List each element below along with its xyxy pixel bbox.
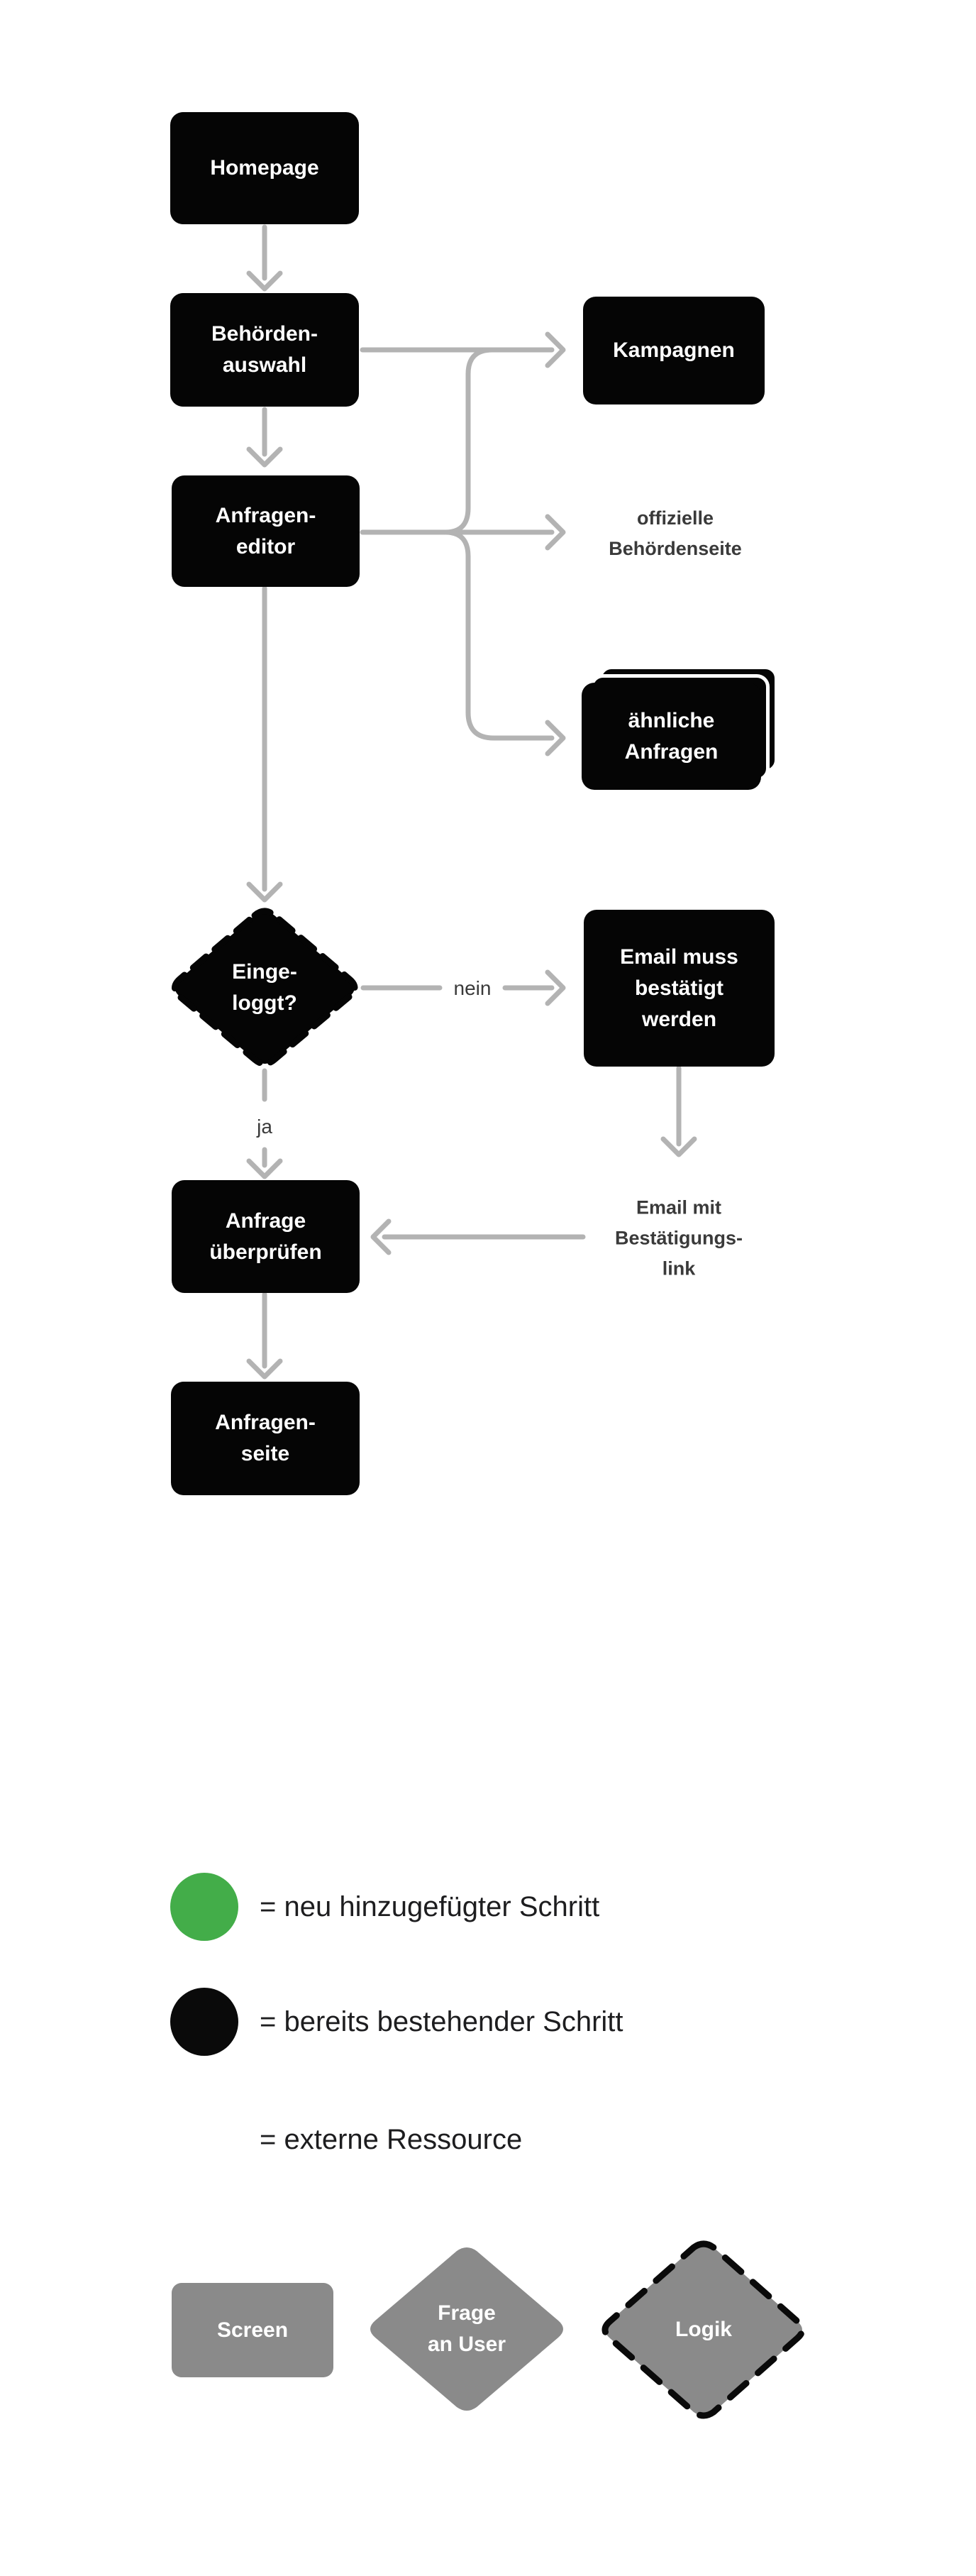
key-label: Screen xyxy=(216,2318,289,2342)
label-email-mit-bestaetigungslink: Email mit Bestätigungs- link xyxy=(614,1196,743,1279)
arrowhead-aehnliche-anfragen xyxy=(545,720,566,756)
arrowhead-eingeloggt xyxy=(246,881,283,903)
key-frage-an-user-label: Frage an User xyxy=(427,2301,506,2356)
arrowhead-behoerdenauswahl-to-anfrageneditor xyxy=(246,446,283,468)
legend-item-existing-step: = bereits bestehender Schritt xyxy=(170,1988,623,2056)
node-label: Anfragen xyxy=(624,739,719,764)
node-label: editor xyxy=(235,534,296,558)
node-label: Anfragen- xyxy=(215,503,316,527)
node-label: auswahl xyxy=(222,353,307,377)
node-label: überprüfen xyxy=(209,1240,322,1264)
node-label: Email muss xyxy=(620,945,738,969)
branch-up-to-kampagnen xyxy=(443,347,495,535)
key-logik-label: Logik xyxy=(675,2318,732,2341)
legend-label: = bereits bestehender Schritt xyxy=(260,2005,623,2037)
eingeloggt-label: Einge- loggt? xyxy=(232,960,297,1015)
arrowhead-email-muss xyxy=(545,969,566,1006)
node-label: bestätigt xyxy=(634,976,723,1000)
node-homepage: Homepage xyxy=(170,112,359,224)
node-behoerdenauswahl: Behörden- auswahl xyxy=(170,293,359,407)
node-label: ähnliche xyxy=(628,708,715,732)
node-anfrage-ueberpruefen: Anfrage überprüfen xyxy=(172,1180,360,1293)
arrowhead-behoerdenseite xyxy=(545,514,566,551)
legend-label: = externe Ressource xyxy=(260,2123,523,2155)
node-label: Homepage xyxy=(210,156,319,180)
legend-item-new-step: = neu hinzugefügter Schritt xyxy=(170,1873,599,1941)
edge-label-ja: ja xyxy=(257,1116,272,1138)
branch-down-to-aehnliche-anfragen xyxy=(443,529,555,741)
node-label: Anfragen- xyxy=(215,1411,316,1434)
frage-an-user-diamond xyxy=(370,2247,563,2411)
node-kampagnen: Kampagnen xyxy=(583,297,765,404)
node-label: Kampagnen xyxy=(613,338,735,362)
arrowhead-email-mit xyxy=(660,1136,697,1157)
black-circle-icon xyxy=(170,1988,238,2056)
node-aehnliche-anfragen: ähnliche Anfragen xyxy=(582,683,761,790)
arrowhead-anfragenseite xyxy=(246,1358,283,1380)
green-circle-icon xyxy=(170,1873,238,1941)
eingeloggt-decision-diamond xyxy=(172,908,358,1067)
legend-label: = neu hinzugefügter Schritt xyxy=(260,1890,600,1922)
arrowhead-anfrage-ueberpruefen-left xyxy=(370,1218,392,1255)
node-anfragenseite: Anfragen- seite xyxy=(171,1382,360,1495)
node-label: Behörden- xyxy=(211,322,318,346)
node-label: seite xyxy=(240,1442,290,1465)
key-screen-box: Screen xyxy=(172,2283,333,2377)
node-anfrageneditor: Anfragen- editor xyxy=(172,475,360,587)
label-offizielle-behoerdenseite: offizielle Behördenseite xyxy=(609,507,742,559)
arrowhead-homepage-to-behoerdenauswahl xyxy=(246,270,283,292)
node-email-muss-bestaetigt: Email muss bestätigt werden xyxy=(584,910,775,1067)
legend-spacer xyxy=(170,2106,238,2174)
arrowhead-anfrage-ueberpruefen xyxy=(246,1158,283,1179)
arrowhead-kampagnen xyxy=(545,331,566,368)
edge-label-nein: nein xyxy=(453,977,492,999)
logik-diamond xyxy=(601,2240,806,2419)
node-label: werden xyxy=(641,1007,717,1031)
node-label: Anfrage xyxy=(225,1209,306,1233)
legend-item-external-resource: = externe Ressource xyxy=(170,2106,522,2174)
